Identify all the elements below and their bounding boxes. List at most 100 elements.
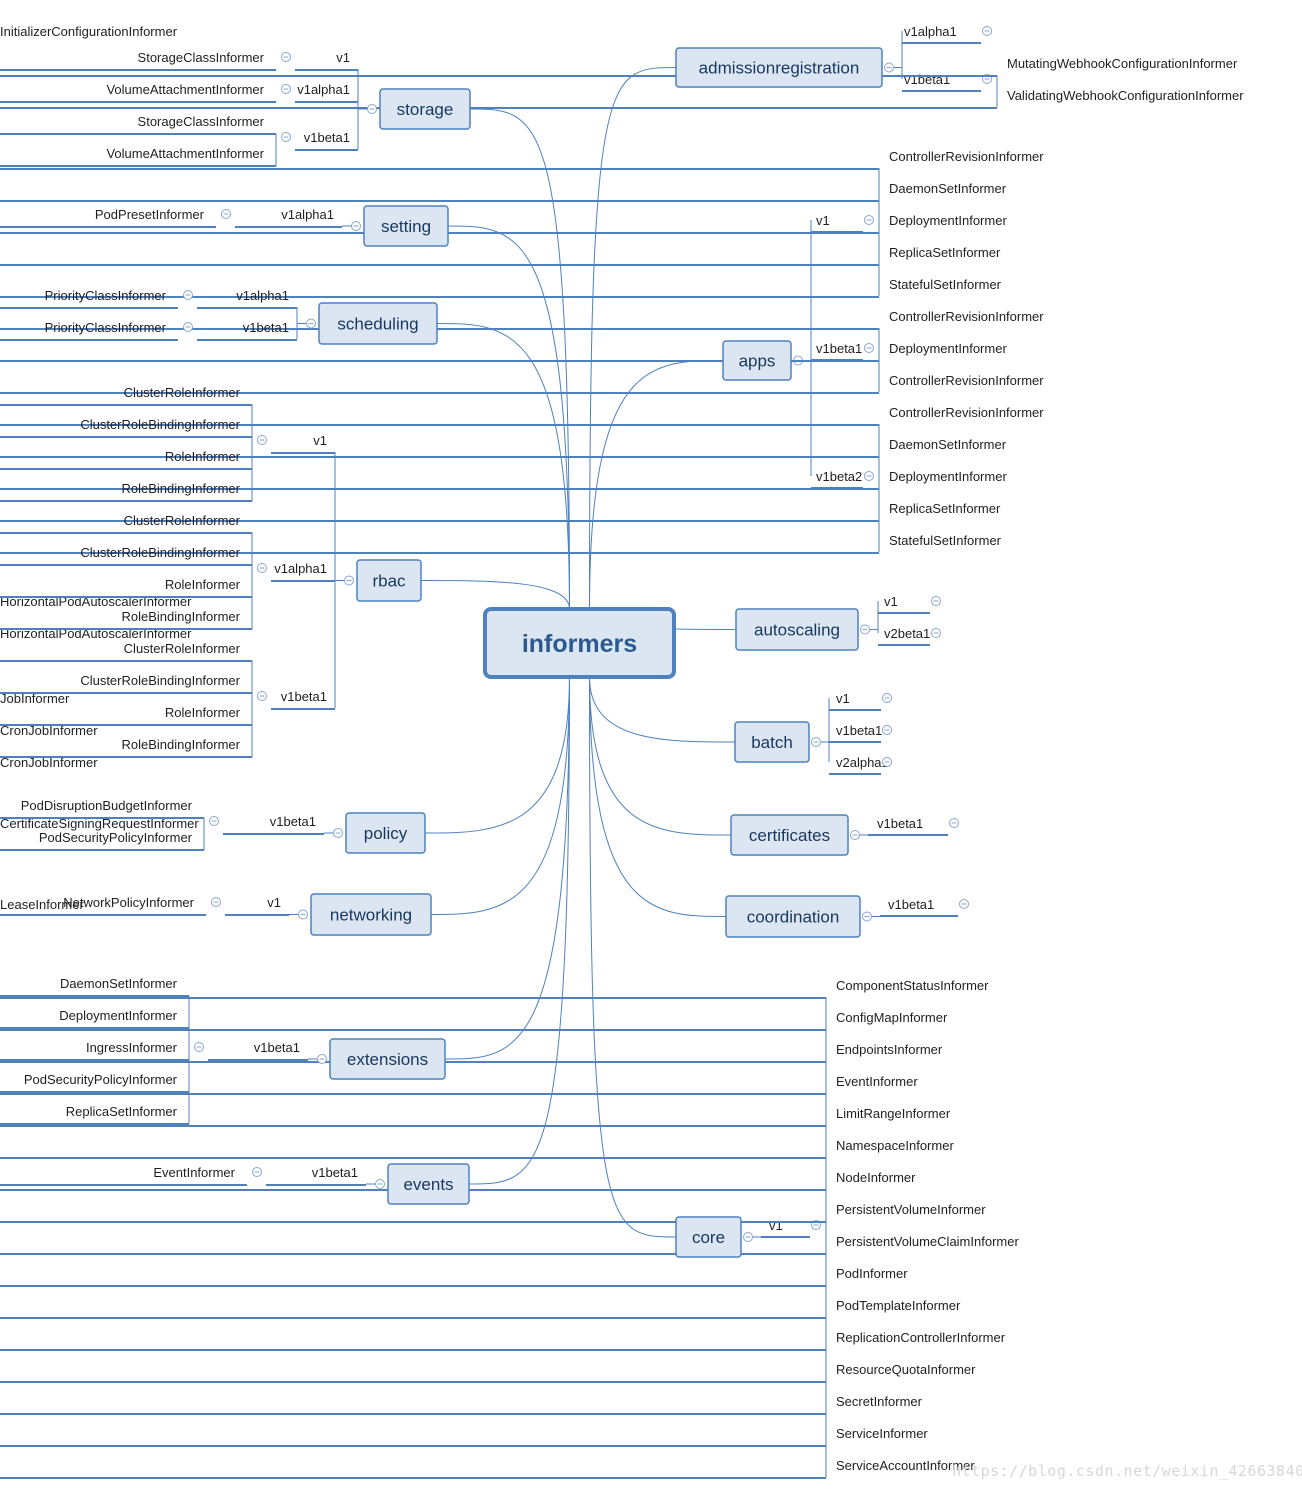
leaf-label: ClusterRoleBindingInformer xyxy=(80,673,240,688)
branch-node-core[interactable]: core xyxy=(675,1216,742,1258)
leaf-label: PodSecurityPolicyInformer xyxy=(24,1072,178,1087)
leaf-label: EndpointsInformer xyxy=(836,1042,943,1057)
version-label: v1beta1 xyxy=(312,1165,358,1180)
version-collapse-icon[interactable] xyxy=(183,322,193,332)
branch-node-storage[interactable]: storage xyxy=(379,88,471,130)
version-collapse-icon[interactable] xyxy=(257,691,267,701)
version-collapse-icon[interactable] xyxy=(257,563,267,573)
version-label: v2alpha1 xyxy=(836,755,889,770)
leaf-label: CertificateSigningRequestInformer xyxy=(0,816,199,831)
root-connector xyxy=(589,676,732,836)
group-collapse-icon[interactable] xyxy=(317,1054,327,1064)
version-collapse-icon[interactable] xyxy=(194,1042,204,1052)
leaf-label: RoleBindingInformer xyxy=(121,481,240,496)
version-collapse-icon[interactable] xyxy=(281,132,291,142)
group-collapse-icon[interactable] xyxy=(862,911,872,922)
branch-node-rbac[interactable]: rbac xyxy=(356,559,422,602)
leaf-label: ValidatingWebhookConfigurationInformer xyxy=(1007,88,1244,103)
version-collapse-icon[interactable] xyxy=(882,757,892,767)
version-label: v1beta1 xyxy=(254,1040,300,1055)
branch-node-certificates[interactable]: certificates xyxy=(730,814,849,856)
group-label: autoscaling xyxy=(754,621,840,640)
version-collapse-icon[interactable] xyxy=(281,84,291,94)
group-collapse-icon[interactable] xyxy=(306,318,316,329)
group-label: core xyxy=(692,1228,725,1247)
branch-node-autoscaling[interactable]: autoscaling xyxy=(735,608,859,651)
group-collapse-icon[interactable] xyxy=(884,62,894,73)
version-collapse-icon[interactable] xyxy=(252,1167,262,1177)
group-label: storage xyxy=(397,100,454,119)
version-label: v1beta1 xyxy=(877,816,923,831)
group-collapse-icon[interactable] xyxy=(298,909,308,920)
root-connector xyxy=(589,676,727,917)
leaf-label: ClusterRoleInformer xyxy=(124,385,241,400)
leaf-label: LimitRangeInformer xyxy=(836,1106,951,1121)
version-label: v1 xyxy=(267,895,281,910)
version-collapse-icon[interactable] xyxy=(959,899,969,909)
group-label: batch xyxy=(751,733,793,752)
version-label: v2beta1 xyxy=(884,626,930,641)
version-collapse-icon[interactable] xyxy=(864,343,874,353)
leaf-label: RoleBindingInformer xyxy=(121,609,240,624)
branch-node-coordination[interactable]: coordination xyxy=(725,895,861,938)
branch-node-apps[interactable]: apps xyxy=(722,340,792,381)
version-collapse-icon[interactable] xyxy=(864,471,874,481)
branch-node-setting[interactable]: setting xyxy=(363,205,449,247)
version-collapse-icon[interactable] xyxy=(864,215,874,225)
branch-node-admissionregistration[interactable]: admissionregistration xyxy=(675,47,883,88)
version-label: v1 xyxy=(336,50,350,65)
version-collapse-icon[interactable] xyxy=(949,818,959,828)
leaf-label: DeploymentInformer xyxy=(889,213,1007,228)
version-collapse-icon[interactable] xyxy=(882,693,892,703)
version-collapse-icon[interactable] xyxy=(221,209,231,219)
group-collapse-icon[interactable] xyxy=(850,830,860,840)
group-collapse-icon[interactable] xyxy=(333,828,343,838)
version-collapse-icon[interactable] xyxy=(882,725,892,735)
group-label: events xyxy=(403,1175,453,1194)
version-label: v1beta1 xyxy=(904,72,950,87)
leaf-label: PodInformer xyxy=(836,1266,908,1281)
version-collapse-icon[interactable] xyxy=(982,26,992,36)
branch-node-events[interactable]: events xyxy=(387,1163,470,1205)
group-collapse-icon[interactable] xyxy=(743,1232,753,1242)
root-connector xyxy=(589,360,724,610)
leaf-label: ConfigMapInformer xyxy=(836,1010,948,1025)
root-connector xyxy=(447,225,570,610)
group-label: networking xyxy=(330,906,412,925)
version-label: v1beta1 xyxy=(816,341,862,356)
leaf-label: ControllerRevisionInformer xyxy=(889,309,1044,324)
version-label: v1beta1 xyxy=(888,897,934,912)
version-collapse-icon[interactable] xyxy=(209,816,219,826)
group-collapse-icon[interactable] xyxy=(860,624,870,635)
leaf-label: DeploymentInformer xyxy=(889,469,1007,484)
version-label: v1beta1 xyxy=(281,689,327,704)
branch-node-extensions[interactable]: extensions xyxy=(329,1038,446,1080)
group-collapse-icon[interactable] xyxy=(375,1179,385,1189)
group-collapse-icon[interactable] xyxy=(811,737,821,747)
branch-node-scheduling[interactable]: scheduling xyxy=(318,302,438,345)
leaf-label: PriorityClassInformer xyxy=(45,288,167,303)
group-label: coordination xyxy=(747,908,840,927)
group-label: certificates xyxy=(749,826,830,845)
version-collapse-icon[interactable] xyxy=(931,596,941,606)
version-collapse-icon[interactable] xyxy=(183,290,193,300)
version-collapse-icon[interactable] xyxy=(257,435,267,445)
group-collapse-icon[interactable] xyxy=(351,221,361,231)
version-collapse-icon[interactable] xyxy=(281,52,291,62)
branch-node-policy[interactable]: policy xyxy=(345,812,426,854)
branch-node-networking[interactable]: networking xyxy=(310,893,432,936)
leaf-label: DeploymentInformer xyxy=(889,341,1007,356)
version-collapse-icon[interactable] xyxy=(931,628,941,638)
leaf-label: PriorityClassInformer xyxy=(45,320,167,335)
root-node[interactable]: informers xyxy=(483,607,676,679)
branch-node-batch[interactable]: batch xyxy=(734,721,810,763)
leaf-label: PodTemplateInformer xyxy=(836,1298,961,1313)
group-collapse-icon[interactable] xyxy=(367,104,377,114)
version-label: v1beta2 xyxy=(816,469,862,484)
version-label: v1 xyxy=(816,213,830,228)
root-connector xyxy=(589,676,736,743)
version-collapse-icon[interactable] xyxy=(211,897,221,907)
leaf-label: StatefulSetInformer xyxy=(889,533,1002,548)
group-collapse-icon[interactable] xyxy=(344,575,354,586)
leaf-label: ControllerRevisionInformer xyxy=(889,405,1044,420)
